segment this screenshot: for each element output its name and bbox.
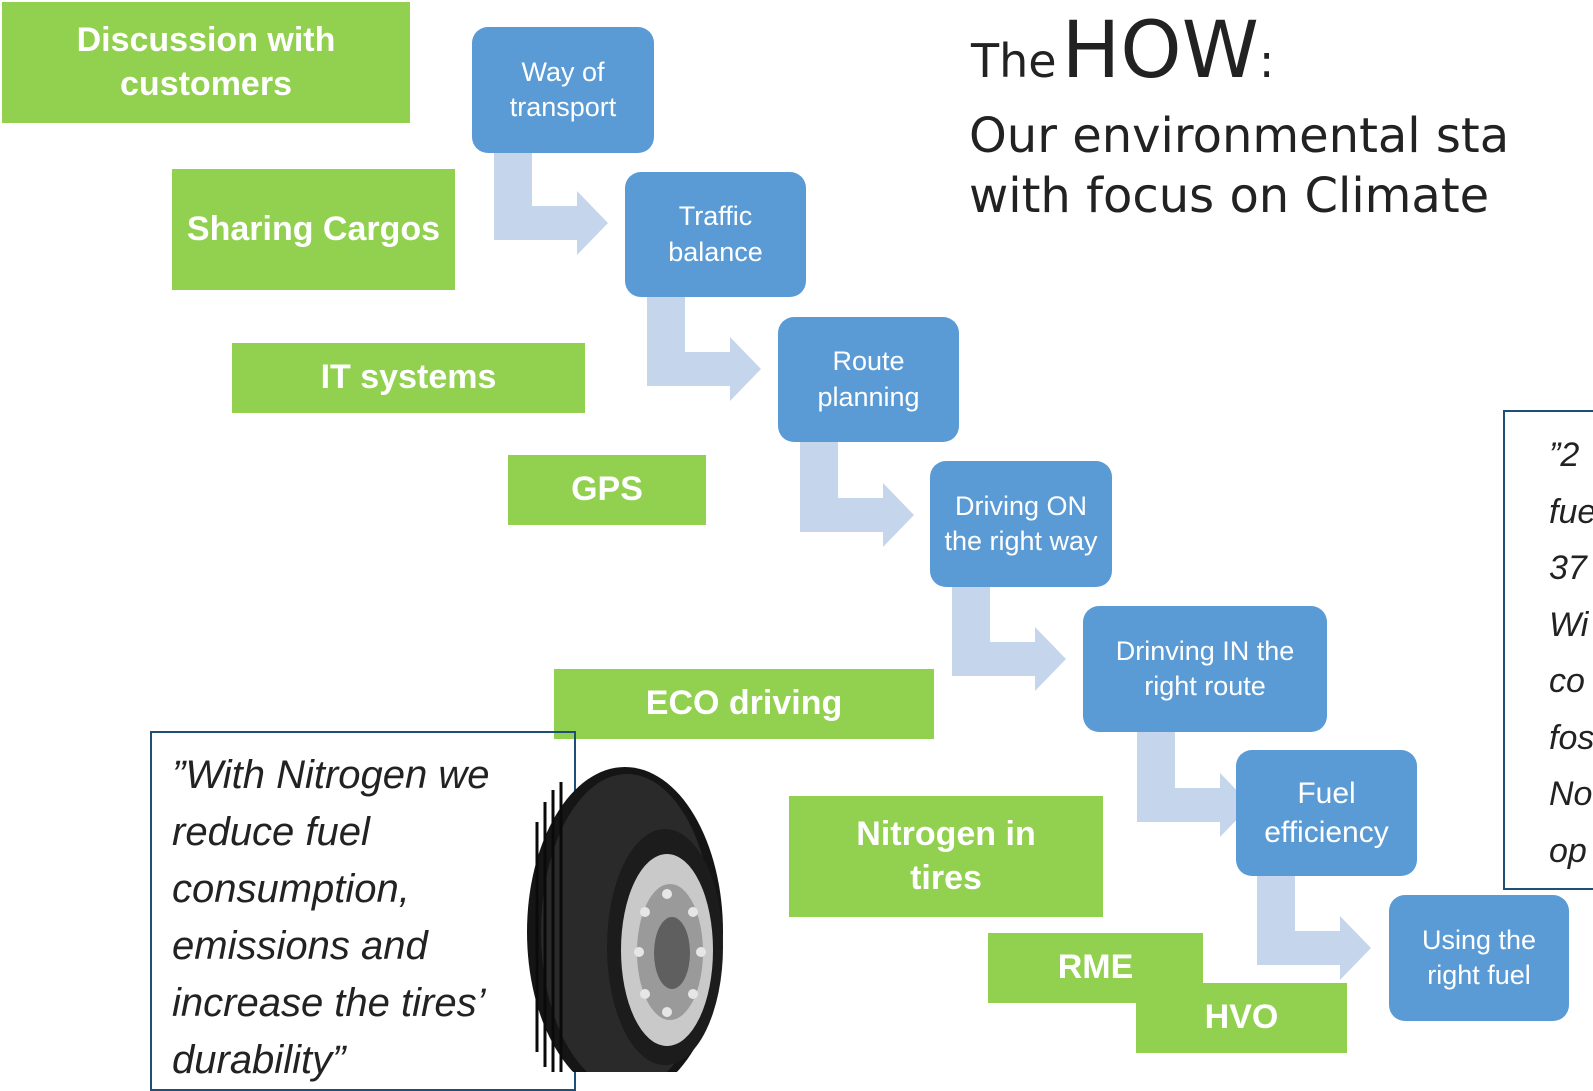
arrow-driving-on-to-driving-in bbox=[952, 586, 1066, 691]
step-traffic-balance: Traffic balance bbox=[625, 172, 806, 297]
box-eco-driving: ECO driving bbox=[554, 669, 934, 739]
right-quote-line-4: Wi bbox=[1549, 606, 1589, 644]
right-quote-line-3: 37 bbox=[1549, 549, 1587, 587]
step-driving-on-the-right-way: Driving ON the right way bbox=[930, 461, 1112, 587]
box-rme: RME bbox=[988, 933, 1203, 1003]
nitrogen-quote-box: ”With Nitrogen we reduce fuel consumptio… bbox=[150, 731, 576, 1091]
box-hvo: HVO bbox=[1136, 983, 1347, 1053]
step-fuel-efficiency: Fuel efficiency bbox=[1236, 750, 1417, 876]
right-quote-box bbox=[1503, 410, 1593, 890]
box-it-systems: IT systems bbox=[232, 343, 585, 413]
step-route-planning: Route planning bbox=[778, 317, 959, 442]
box-nitrogen-in-tires: Nitrogen in tires bbox=[789, 796, 1103, 917]
title-colon: : bbox=[1258, 34, 1275, 88]
subtitle-line-2: with focus on Climate bbox=[969, 168, 1490, 224]
right-quote-line-2: fue bbox=[1549, 493, 1593, 531]
step-way-of-transport: Way of transport bbox=[472, 27, 654, 153]
subtitle-line-1: Our environmental sta bbox=[969, 108, 1510, 164]
box-discussion-with-customers: Discussion with customers bbox=[2, 2, 410, 123]
arrow-fuel-to-right-fuel bbox=[1257, 875, 1371, 980]
slide-title: The HOW: bbox=[971, 6, 1274, 96]
arrow-driving-in-to-fuel bbox=[1137, 732, 1251, 837]
step-using-the-right-fuel: Using the right fuel bbox=[1389, 895, 1569, 1021]
arrow-route-to-driving-on bbox=[800, 442, 914, 547]
arrow-way-to-traffic bbox=[494, 150, 608, 255]
slide-subtitle: Our environmental sta with focus on Clim… bbox=[969, 106, 1509, 226]
step-driving-in-the-right-route: Drinving IN the right route bbox=[1083, 606, 1327, 732]
right-quote-line-6: fos bbox=[1549, 719, 1593, 757]
right-quote-line-8: op bbox=[1549, 832, 1587, 870]
arrow-traffic-to-route bbox=[647, 296, 761, 401]
title-how: HOW bbox=[1061, 6, 1259, 96]
nitrogen-quote-text: ”With Nitrogen we reduce fuel consumptio… bbox=[172, 753, 490, 1082]
tire-image bbox=[527, 767, 723, 1072]
right-quote-line-1: ”2 bbox=[1549, 436, 1580, 474]
box-sharing-cargos: Sharing Cargos bbox=[172, 169, 455, 290]
right-quote-line-7: No bbox=[1549, 775, 1593, 813]
title-the: The bbox=[971, 34, 1057, 88]
box-gps: GPS bbox=[508, 455, 706, 525]
right-quote-line-5: co bbox=[1549, 662, 1585, 700]
